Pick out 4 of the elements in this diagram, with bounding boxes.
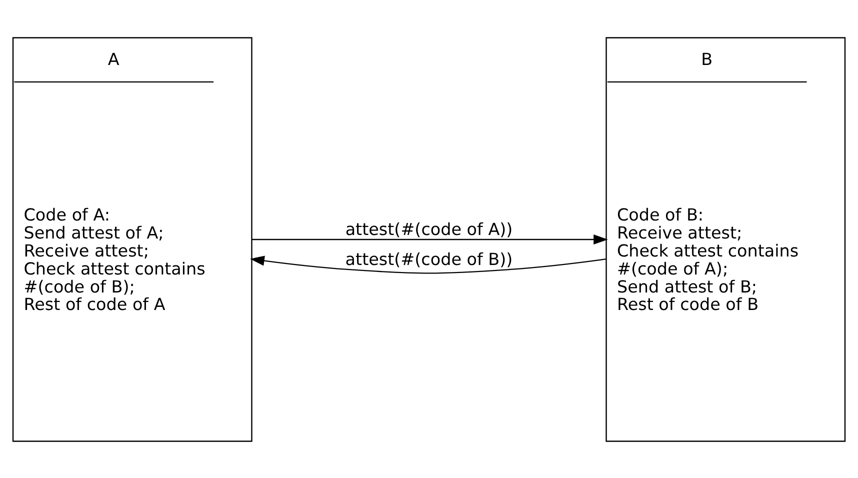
edge-label: attest(#(code of A)): [345, 218, 513, 238]
arrow: [252, 234, 608, 244]
edge-label: attest(#(code of B)): [345, 248, 513, 268]
arrow: [250, 255, 606, 274]
